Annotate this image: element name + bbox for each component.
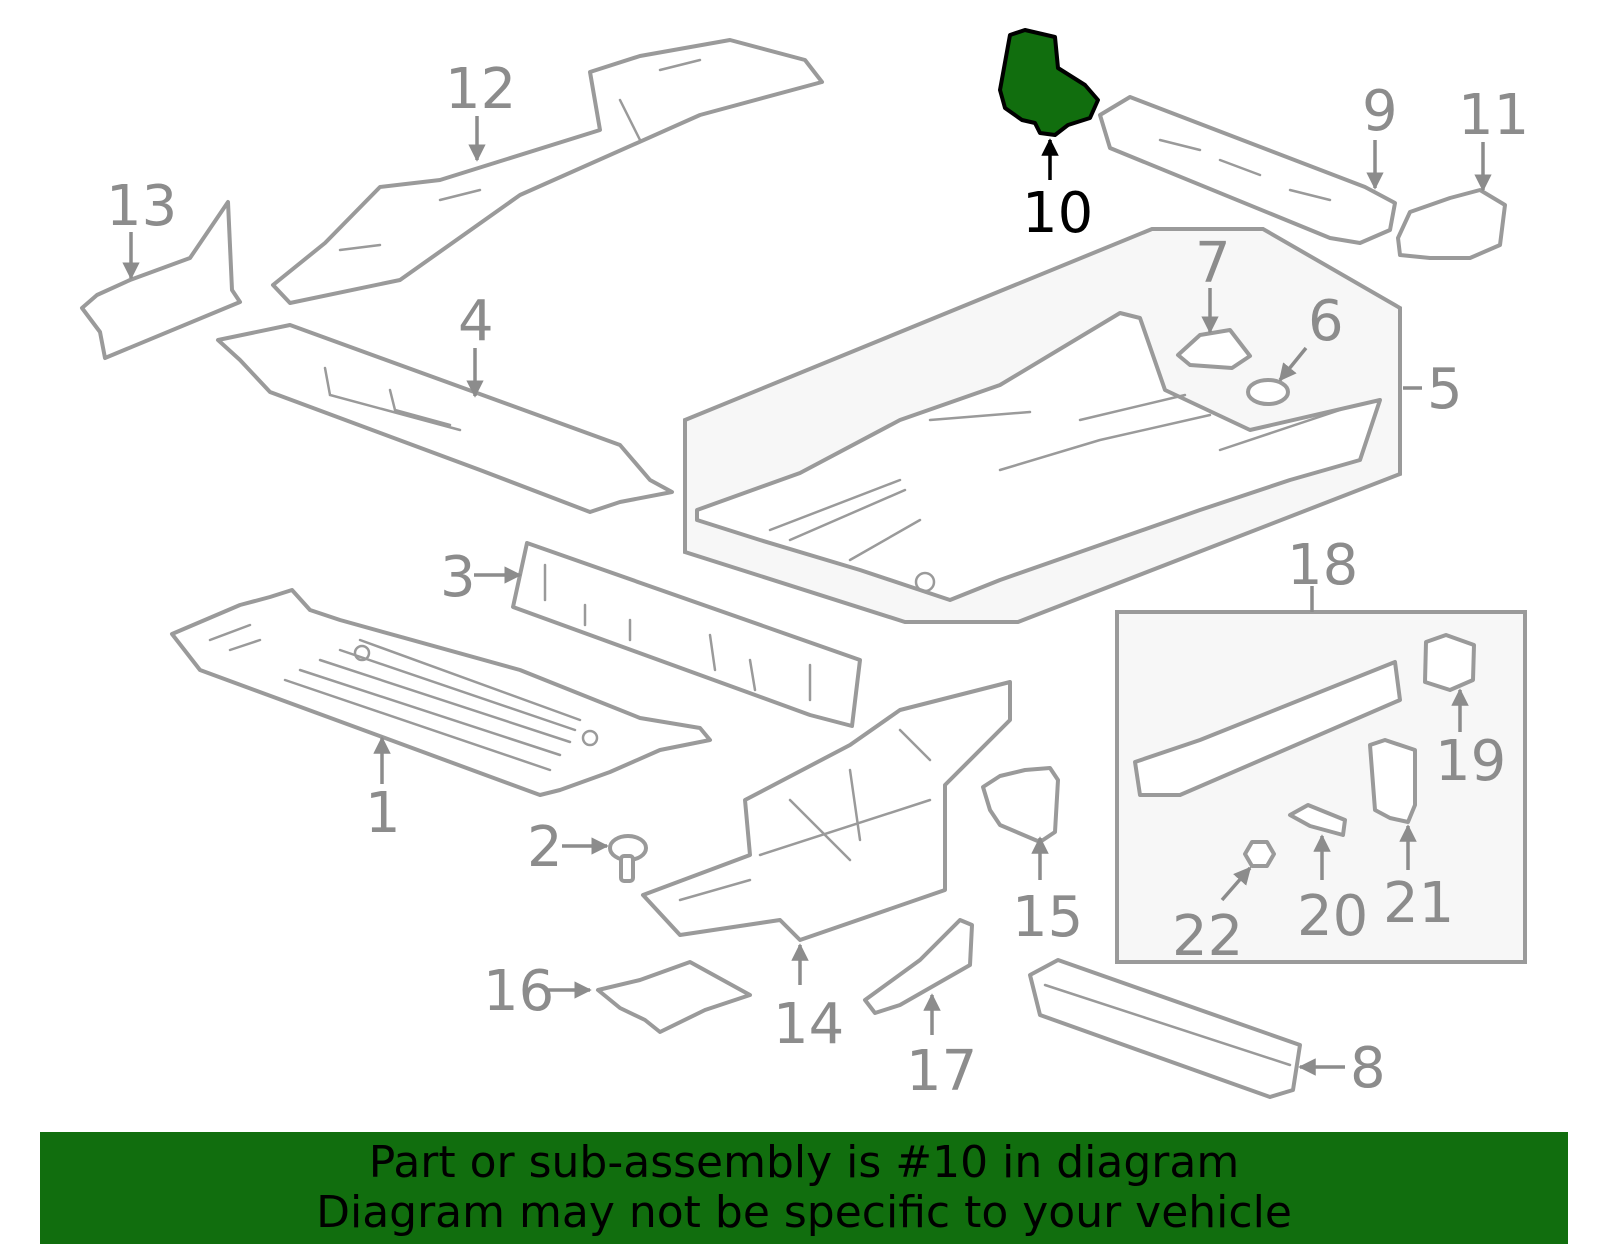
callout-5: 5: [1427, 357, 1463, 422]
callout-9: 9: [1362, 79, 1398, 144]
part-17-gusset: [863, 918, 974, 1015]
part-5-floor-pan-group: [683, 227, 1402, 624]
callout-3: 3: [440, 545, 476, 610]
callout-14: 14: [773, 992, 844, 1057]
part-21-bracket: [1368, 738, 1417, 824]
callout-11: 11: [1458, 83, 1529, 148]
part-18-rail: [1133, 660, 1402, 797]
banner-line-2: Diagram may not be specific to your vehi…: [316, 1187, 1292, 1238]
part-8-sill: [1028, 958, 1302, 1099]
callout-15: 15: [1012, 885, 1083, 950]
leader-arrows: [122, 116, 1492, 1076]
part-22-nut: [1243, 840, 1276, 868]
callout-7: 7: [1195, 231, 1231, 296]
part-12-side-rail: [271, 38, 824, 305]
part-1-floor-panel: [170, 588, 712, 797]
callout-13: 13: [106, 174, 177, 239]
part-13-bracket: [80, 200, 242, 360]
callout-4: 4: [458, 289, 494, 354]
part-18-assembly-box: [1115, 610, 1527, 964]
part-20-clip: [1288, 803, 1347, 837]
banner-line-1: Part or sub-assembly is #10 in diagram: [368, 1137, 1240, 1188]
callout-17: 17: [906, 1039, 977, 1104]
part-10-highlighted: [998, 28, 1100, 137]
part-9-rail: [1098, 95, 1397, 245]
part-15-bracket: [981, 766, 1060, 844]
info-banner: Part or sub-assembly is #10 in diagram D…: [40, 1132, 1568, 1244]
callout-6: 6: [1308, 289, 1344, 354]
callout-8: 8: [1350, 1036, 1386, 1101]
callout-21: 21: [1383, 871, 1454, 936]
callout-20: 20: [1297, 884, 1368, 949]
part-11-bracket: [1396, 188, 1507, 260]
callout-19: 19: [1435, 729, 1506, 794]
callout-2: 2: [527, 815, 563, 880]
part-14-frame-rail: [641, 680, 1012, 942]
callout-18: 18: [1287, 533, 1358, 598]
callout-16: 16: [483, 959, 554, 1024]
part-4-rail: [216, 323, 674, 514]
callout-22: 22: [1172, 904, 1243, 969]
part-3-crossmember: [511, 541, 862, 728]
part-6-plug: [1246, 378, 1290, 406]
part-16-plate: [596, 960, 752, 1034]
part-19-cap: [1423, 633, 1476, 692]
callout-10: 10: [1022, 181, 1093, 246]
part-5-floor-pan: [695, 311, 1382, 602]
part-7-clip: [1176, 328, 1252, 370]
callout-12: 12: [445, 57, 516, 122]
part-2-bolt: [608, 834, 648, 883]
callout-1: 1: [365, 781, 401, 846]
